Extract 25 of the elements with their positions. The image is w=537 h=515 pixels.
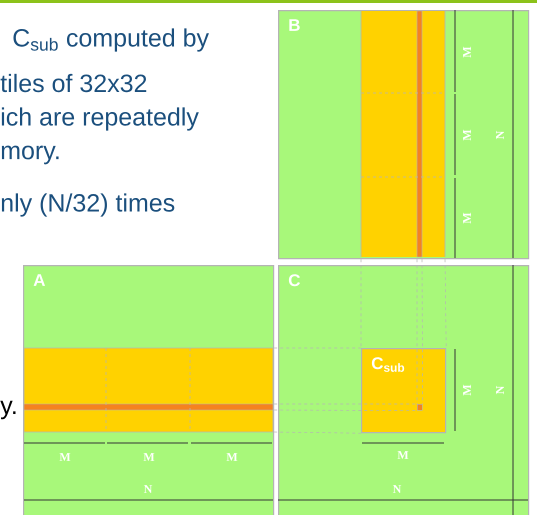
projection-line (274, 432, 362, 434)
dimension-label: M (226, 453, 238, 461)
projection-line (444, 258, 447, 348)
dimension-label: M (463, 384, 471, 396)
dimension-label: M (398, 451, 408, 459)
text-line: ich are repeatedly (2, 107, 199, 131)
dimension-label: N (496, 130, 504, 140)
submatrix-box: C$_{sub}$ (361, 348, 446, 434)
dimension-label: N (392, 485, 402, 493)
dimension-label: N (496, 386, 504, 394)
dimension-label: M (463, 212, 471, 224)
dimension-label: M (463, 130, 471, 140)
dimension-label: M (144, 453, 154, 461)
dimension-label: M (463, 46, 471, 58)
projection-line (360, 258, 362, 348)
text-line: C$_{sub}$ computed by (13, 28, 209, 52)
dimension-label: N (144, 485, 152, 493)
text-line: tiles of 32x32 (0, 74, 146, 92)
projection-line (422, 258, 423, 404)
projection-line (416, 258, 418, 404)
dimension-label: M (60, 453, 70, 461)
text-line: nly (N/32) times (2, 193, 174, 217)
element-square (417, 404, 423, 411)
projection-line (274, 410, 418, 411)
text-line: mory. (2, 146, 59, 164)
